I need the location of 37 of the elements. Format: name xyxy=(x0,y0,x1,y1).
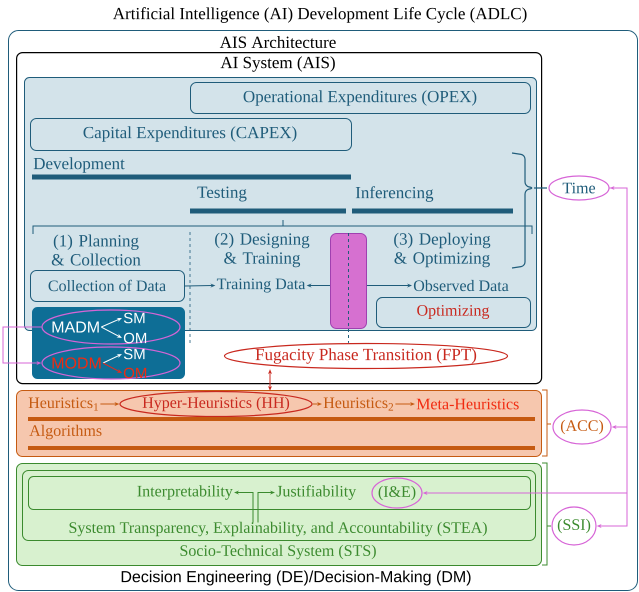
optimizing-box xyxy=(376,297,531,328)
method-ellipse xyxy=(41,346,181,380)
heading: Capital Expenditures (CAPEX) xyxy=(84,126,296,142)
data-label: Observed Data xyxy=(414,280,509,292)
method-label: OM xyxy=(124,332,146,344)
heading: AI System (AIS) xyxy=(220,56,335,72)
phase-bar xyxy=(330,233,367,329)
data-label: Training Data xyxy=(216,278,306,293)
method-ellipse xyxy=(41,309,181,345)
cost-box xyxy=(190,82,531,114)
title: Artificial Intelligence (AI) Development Life Cycle (ADLC) xyxy=(112,7,527,23)
method-label: MODM xyxy=(52,357,101,369)
heading: Collection of Data xyxy=(48,280,166,292)
phase-label: Inferencing xyxy=(356,186,434,202)
method-label: SM xyxy=(124,312,144,324)
cost-box xyxy=(30,118,352,151)
phase-label: (3) Deploying & Optimizing xyxy=(394,232,490,268)
heuristic-label: Meta-Heuristics xyxy=(416,398,519,410)
heuristic-label: Heuristics$_{1}$ xyxy=(28,397,98,411)
property-label: Interpretability xyxy=(137,485,233,500)
data-box xyxy=(30,270,185,302)
heuristic-label: Heuristics$_{2}$ xyxy=(324,397,394,411)
property-label: Justifiability xyxy=(276,485,356,500)
method-panel xyxy=(32,307,185,379)
phase-label: Testing xyxy=(197,186,247,202)
method-label: MADM xyxy=(52,322,99,332)
property-box xyxy=(28,476,531,510)
heading: Optimizing xyxy=(417,305,490,320)
heading: System Transparency, Explainability, and Accountability (STEA) xyxy=(70,522,487,536)
heading: Socio-Technical System (STS) xyxy=(180,544,376,560)
heading: Decision Engineering (DE)/Decision-Making (DM) xyxy=(122,570,471,586)
phase-label: (2) Designing & Training xyxy=(215,232,310,268)
method-label: SM xyxy=(124,348,144,360)
heading: Operational Expenditures (OPEX) xyxy=(244,90,476,106)
heading: AIS Architecture xyxy=(220,36,336,48)
method-label: OM xyxy=(124,368,146,378)
heading: Algorithms xyxy=(29,424,102,440)
